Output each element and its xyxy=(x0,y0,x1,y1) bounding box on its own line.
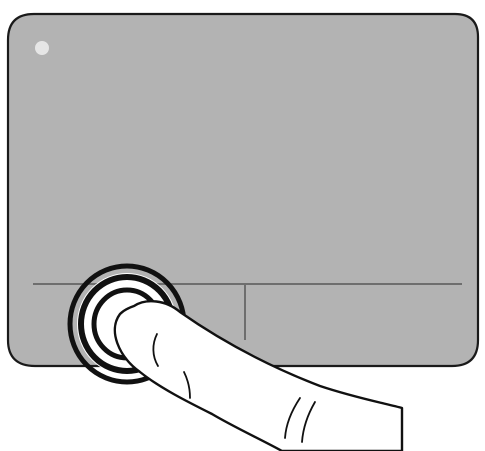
status-light xyxy=(35,41,49,55)
right-touchpad-button xyxy=(247,286,475,364)
